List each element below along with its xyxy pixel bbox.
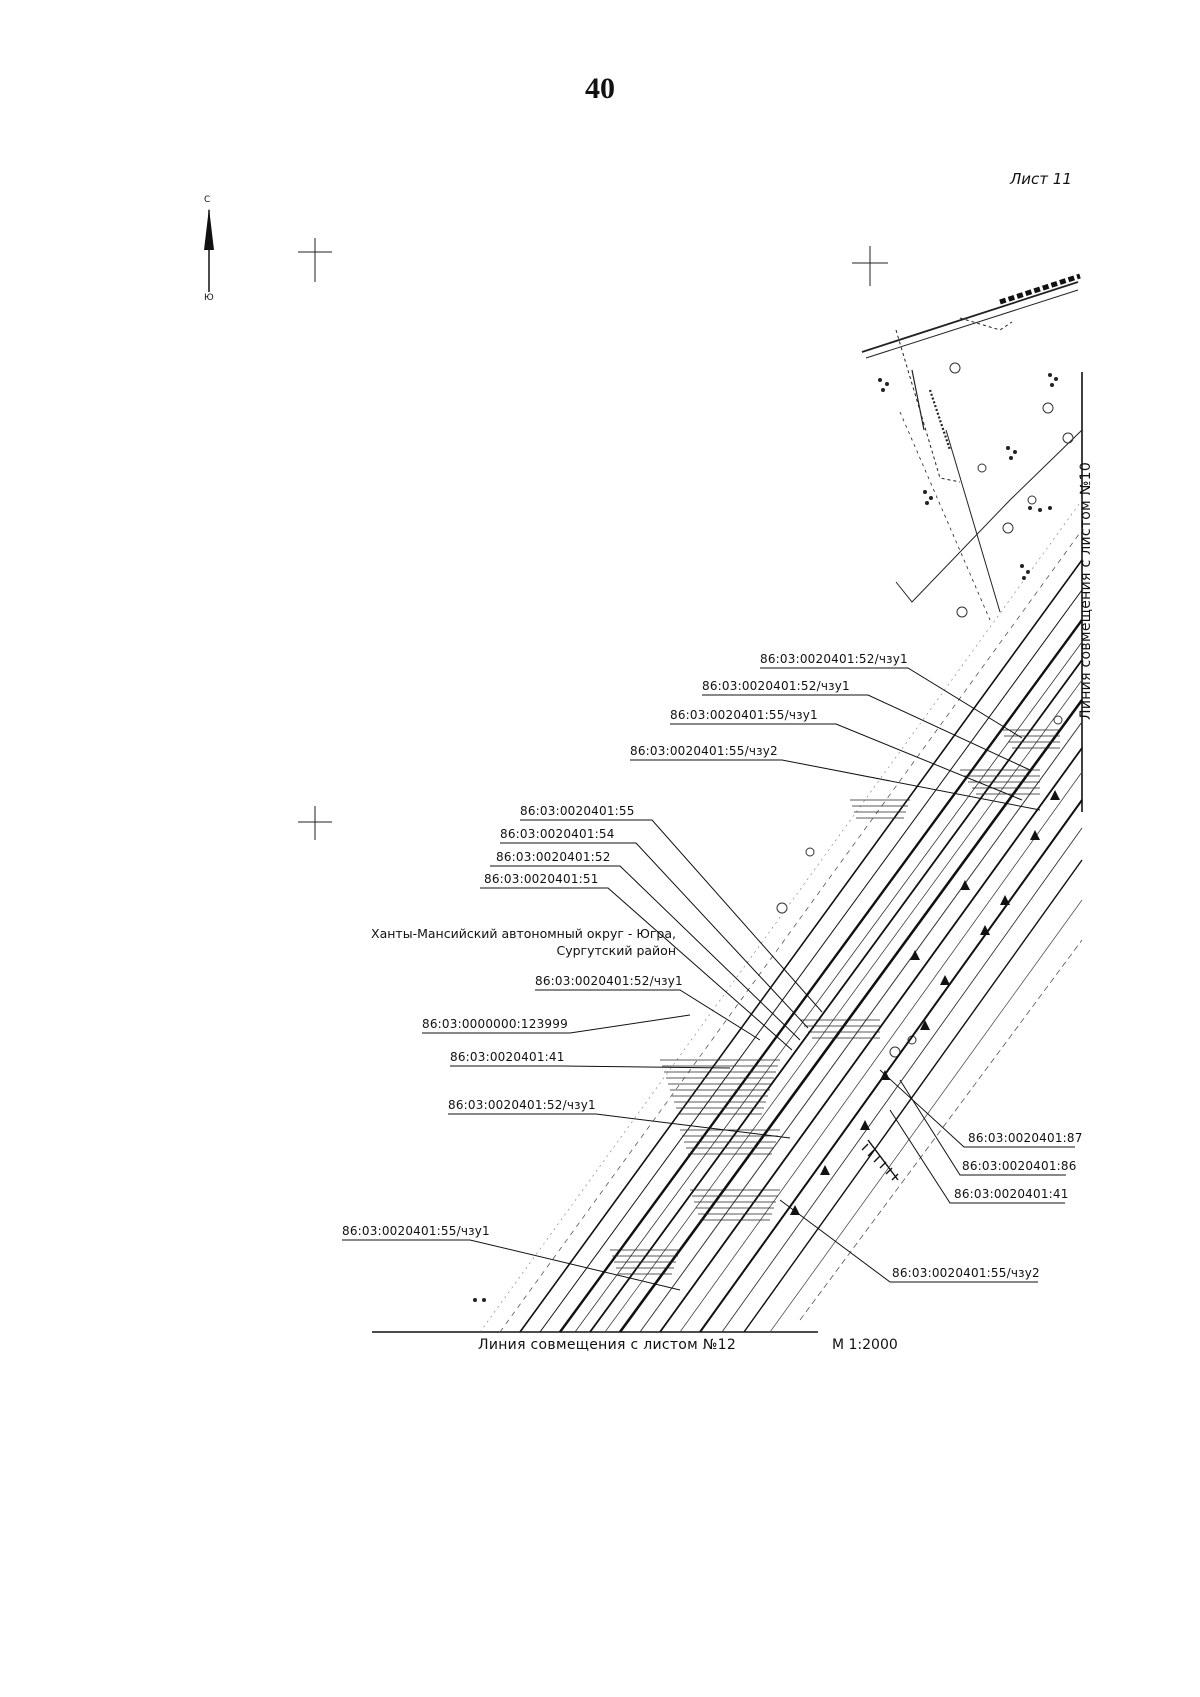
pipeline-corridor bbox=[479, 499, 1084, 1333]
parcel-label: 86:03:0020401:55/чзу2 bbox=[630, 744, 778, 758]
leader-lines bbox=[342, 667, 1075, 1291]
parcel-label: 86:03:0020401:55/чзу1 bbox=[342, 1224, 490, 1238]
parcel-label: 86:03:0020401:87 bbox=[968, 1131, 1083, 1145]
dot-clusters bbox=[473, 373, 1058, 1302]
tree-markers bbox=[776, 362, 1074, 1058]
district-label-line: Ханты-Мансийский автономный округ - Югра… bbox=[371, 926, 676, 941]
registration-cross-icon bbox=[298, 238, 332, 282]
parcel-label: 86:03:0020401:55/чзу1 bbox=[670, 708, 818, 722]
parcel-label: 86:03:0000000:123999 bbox=[422, 1017, 568, 1031]
district-label-line: Сургутский район bbox=[556, 943, 677, 958]
join-line-label-bottom: Линия совмещения с листом №12 bbox=[478, 1337, 737, 1353]
district-label: Ханты-Мансийский автономный округ - Югра… bbox=[320, 925, 676, 959]
parcel-label: 86:03:0020401:52/чзу1 bbox=[702, 679, 850, 693]
parcel-label: 86:03:0020401:55/чзу2 bbox=[892, 1266, 1040, 1280]
parcel-label: 86:03:0020401:41 bbox=[954, 1187, 1069, 1201]
parcel-label: 86:03:0020401:54 bbox=[500, 827, 615, 841]
map-scale: М 1:2000 bbox=[832, 1337, 898, 1353]
pipeline-top bbox=[861, 273, 1083, 621]
parcel-label: 86:03:0020401:41 bbox=[450, 1050, 565, 1064]
sheet-label: Лист 11 bbox=[1010, 170, 1072, 188]
hatch-zones bbox=[610, 729, 1060, 1275]
join-line-label-right: Линия совмещения с листом №10 bbox=[1078, 461, 1094, 720]
parcel-label: 86:03:0020401:52 bbox=[496, 850, 611, 864]
parcel-label: 86:03:0020401:52/чзу1 bbox=[760, 652, 908, 666]
north-letter: С bbox=[204, 195, 211, 205]
parcel-label: 86:03:0020401:86 bbox=[962, 1159, 1077, 1173]
north-arrow-icon bbox=[204, 208, 214, 292]
registration-cross-icon bbox=[852, 246, 888, 286]
crossing-hatch bbox=[861, 1139, 899, 1181]
south-letter: Ю bbox=[204, 293, 214, 303]
parcel-label: 86:03:0020401:51 bbox=[484, 872, 599, 886]
page-number: 40 bbox=[585, 72, 615, 105]
parcel-label: 86:03:0020401:52/чзу1 bbox=[448, 1098, 596, 1112]
parcel-label: 86:03:0020401:55 bbox=[520, 804, 635, 818]
registration-cross-icon bbox=[298, 806, 332, 840]
parcel-label: 86:03:0020401:52/чзу1 bbox=[535, 974, 683, 988]
